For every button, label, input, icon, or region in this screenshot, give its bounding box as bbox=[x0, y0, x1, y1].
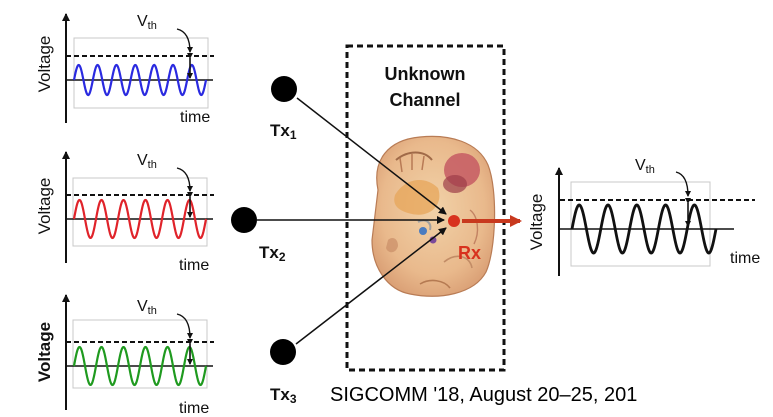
y-axis-label: Voltage bbox=[35, 322, 54, 382]
signal-wave bbox=[72, 345, 208, 387]
threshold-pointer bbox=[176, 28, 193, 53]
plot-frame bbox=[72, 177, 208, 247]
threshold-pointer bbox=[176, 313, 193, 339]
transmitter-tx1: Tx1 bbox=[270, 76, 297, 142]
transmitter-dot bbox=[231, 207, 257, 233]
threshold-label: Vth bbox=[137, 298, 157, 317]
signal-path-tx1 bbox=[296, 97, 447, 215]
plot-tx1: Vth time Voltage bbox=[35, 13, 214, 126]
channel-title-line2: Channel bbox=[389, 90, 460, 110]
signal-wave bbox=[570, 203, 718, 255]
body-cross-section-image bbox=[371, 135, 496, 297]
transmitter-label: Tx1 bbox=[270, 121, 297, 142]
plot-frame bbox=[570, 181, 711, 267]
transmitter-dot bbox=[271, 76, 297, 102]
y-axis-label: Voltage bbox=[35, 178, 54, 235]
plot-tx3: Vth time Voltage bbox=[35, 294, 214, 417]
transmitter-tx2: Tx2 bbox=[231, 207, 286, 264]
transmitter-tx3: Tx3 bbox=[270, 339, 297, 406]
threshold-label: Vth bbox=[137, 13, 157, 32]
unknown-channel: Unknown Channel Rx bbox=[345, 44, 506, 372]
receiver-label: Rx bbox=[458, 243, 481, 263]
y-axis-label: Voltage bbox=[527, 194, 546, 251]
x-axis-label: time bbox=[179, 400, 209, 417]
threshold-pointer bbox=[675, 171, 691, 197]
x-axis-label: time bbox=[730, 250, 760, 267]
x-axis-label: time bbox=[180, 109, 210, 126]
plot-rx: Vth time Voltage bbox=[527, 157, 760, 276]
signal-wave bbox=[72, 198, 208, 240]
transmitter-label: Tx3 bbox=[270, 385, 297, 406]
channel-box bbox=[345, 44, 506, 372]
threshold-label: Vth bbox=[635, 157, 655, 176]
transmitter-label: Tx2 bbox=[259, 243, 286, 264]
footer-venue-text: SIGCOMM '18, August 20–25, 201 bbox=[330, 384, 638, 406]
receiver-dot bbox=[448, 215, 460, 227]
channel-title-line1: Unknown bbox=[385, 64, 466, 84]
transmitter-dot bbox=[270, 339, 296, 365]
threshold-label: Vth bbox=[137, 152, 157, 171]
y-axis-label: Voltage bbox=[35, 36, 54, 93]
x-axis-label: time bbox=[179, 257, 209, 274]
plot-frame bbox=[73, 37, 209, 109]
signal-wave bbox=[72, 63, 208, 97]
plot-tx2: Vth time Voltage bbox=[35, 151, 214, 274]
signal-path-tx3 bbox=[295, 227, 447, 345]
plot-frame bbox=[72, 319, 208, 389]
threshold-pointer bbox=[176, 167, 193, 192]
